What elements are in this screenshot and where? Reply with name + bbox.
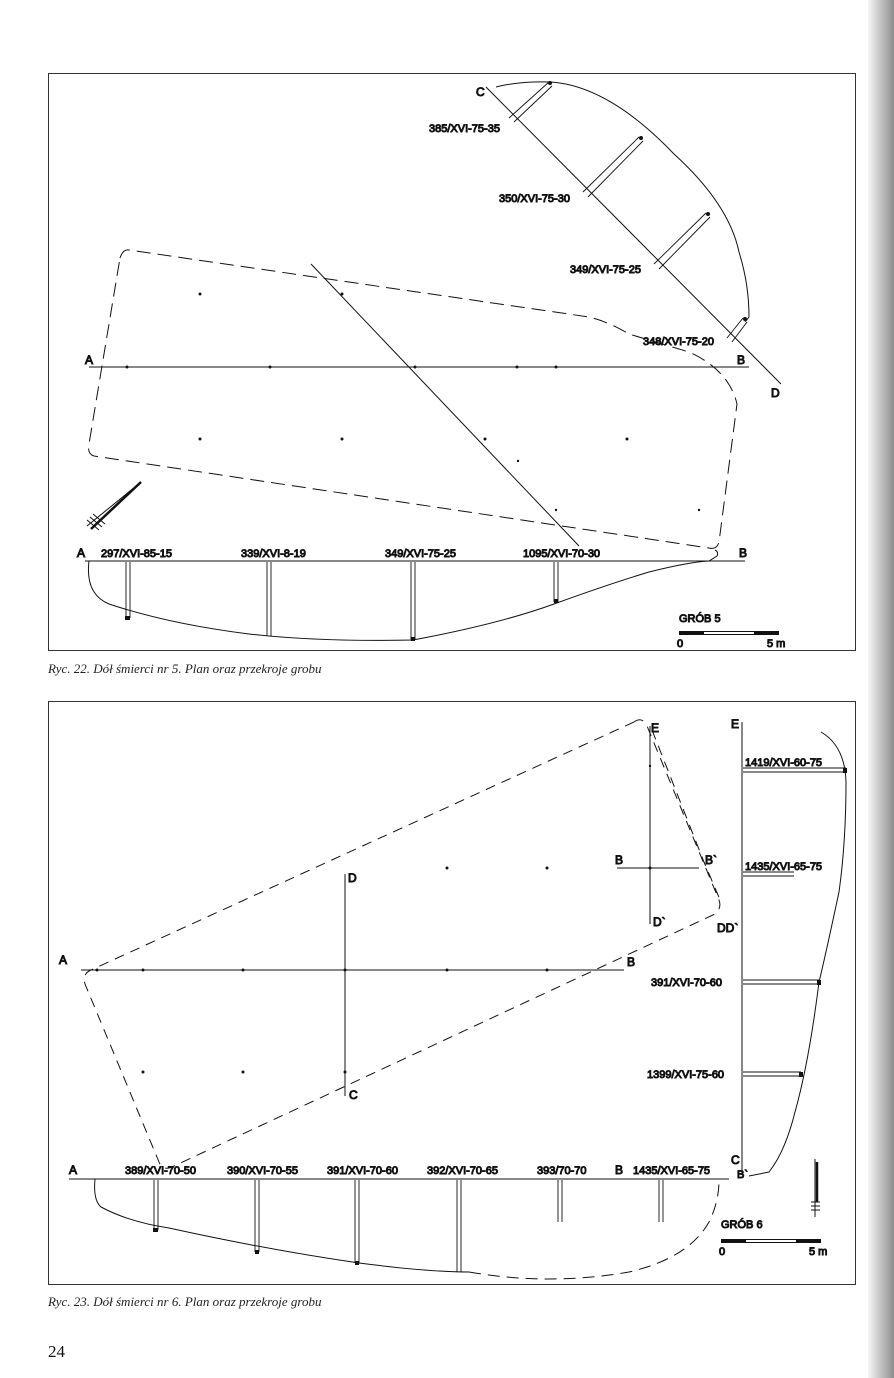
figure-22-caption: Ryc. 22. Dół śmierci nr 5. Plan oraz prz… bbox=[48, 661, 322, 676]
scale-start: 0 bbox=[677, 638, 683, 650]
diag-label-4: 348/XVI-75-20 bbox=[643, 336, 714, 348]
grave-points bbox=[125, 292, 701, 512]
diag-label-1: 385/XVI-75-35 bbox=[429, 123, 500, 135]
figure-22-grave-5: C D 385/XVI-75-35 350/XVI-75-30 349/XVI-… bbox=[48, 73, 856, 651]
section-label-b: B bbox=[739, 546, 747, 560]
scale-bar bbox=[721, 1239, 821, 1243]
section-label-2: 339/XVI-8-19 bbox=[241, 548, 306, 560]
figure-23-caption: Ryc. 23. Dół śmierci nr 6. Plan oraz prz… bbox=[48, 1294, 322, 1309]
point-label-d: D bbox=[348, 871, 357, 885]
grave-outline-dashed bbox=[88, 249, 738, 549]
section-label-2: 390/XVI-70-55 bbox=[227, 1165, 298, 1177]
section-label-3: 349/XVI-75-25 bbox=[385, 548, 456, 560]
figure-23-grave-6: A B D C E B B` D` DD` E C B` 1419/XVI-60… bbox=[48, 701, 856, 1285]
point-label-d: D bbox=[771, 386, 780, 400]
point-label-c: C bbox=[476, 85, 485, 99]
section-c-d-outline bbox=[495, 81, 750, 323]
section-e-c-points bbox=[799, 768, 847, 1077]
point-label-c: C bbox=[349, 1088, 358, 1102]
section-a-b-markers bbox=[125, 562, 559, 640]
page-edge-shadow bbox=[868, 0, 894, 1378]
grave-diagonal-line bbox=[310, 263, 580, 547]
section-label-3: 391/XVI-70-60 bbox=[327, 1165, 398, 1177]
diag-label-2: 350/XVI-75-30 bbox=[499, 193, 570, 205]
grave-points bbox=[95, 764, 652, 1074]
right-label-e: E bbox=[731, 717, 739, 731]
section-label-5: 393/70-70 bbox=[537, 1165, 587, 1177]
section-label-4: 392/XVI-70-65 bbox=[427, 1165, 498, 1177]
section-label-4: 1095/XVI-70-30 bbox=[523, 548, 600, 560]
diag-label-3: 349/XVI-75-25 bbox=[570, 264, 641, 276]
section-e-c-markers bbox=[743, 767, 846, 1077]
section-label-1: 389/XVI-70-50 bbox=[125, 1165, 196, 1177]
right-label-c: C bbox=[731, 1153, 740, 1167]
north-arrow-icon bbox=[811, 1159, 820, 1217]
point-label-b: B bbox=[627, 955, 635, 969]
scale-end: 5 m bbox=[809, 1246, 827, 1258]
section-a-b-outline bbox=[94, 1178, 470, 1273]
point-label-e: E bbox=[651, 721, 659, 735]
right-label-3: 391/XVI-70-60 bbox=[651, 977, 722, 989]
section-a-b-outline-dashed bbox=[468, 1179, 720, 1280]
point-label-b-inset: B bbox=[615, 853, 623, 867]
figure-title: GRÓB 6 bbox=[721, 1218, 763, 1231]
section-label-a: A bbox=[77, 546, 85, 560]
point-label-b: B bbox=[737, 353, 745, 367]
north-arrow-icon bbox=[86, 481, 142, 531]
right-label-b-prime: B` bbox=[737, 1169, 748, 1181]
line-c-d bbox=[485, 86, 782, 385]
point-label-a: A bbox=[85, 353, 93, 367]
section-a-b-outline bbox=[87, 549, 719, 641]
page-number: 24 bbox=[48, 1342, 65, 1361]
point-label-a: A bbox=[59, 953, 67, 967]
inset-dashed-line bbox=[651, 729, 722, 903]
right-label-1: 1419/XVI-60-75 bbox=[745, 757, 822, 769]
section-e-c-outline bbox=[748, 731, 847, 1177]
section-c-d-markers bbox=[508, 81, 748, 343]
right-label-4: 1399/XVI-75-60 bbox=[647, 1069, 724, 1081]
scale-start: 0 bbox=[719, 1246, 725, 1258]
point-label-d-prime: D` bbox=[653, 915, 666, 929]
point-label-b-prime: B` bbox=[705, 853, 717, 867]
section-c-d-points bbox=[548, 81, 747, 321]
scale-end: 5 m bbox=[767, 638, 785, 650]
section-label-a: A bbox=[69, 1163, 77, 1177]
section-label-b: B bbox=[615, 1163, 623, 1177]
point-label-dd-prime: DD` bbox=[717, 921, 738, 935]
section-a-b-points bbox=[125, 599, 558, 641]
section-a-b-points bbox=[153, 1228, 359, 1265]
figure-title: GRÓB 5 bbox=[679, 612, 721, 625]
grave-outline-dashed bbox=[83, 719, 721, 1169]
section-label-1: 297/XVI-85-15 bbox=[101, 548, 172, 560]
right-label-2: 1435/XVI-65-75 bbox=[745, 861, 822, 873]
scale-bar bbox=[679, 631, 779, 635]
section-a-b-markers bbox=[153, 1180, 664, 1272]
section-label-6: 1435/XVI-65-75 bbox=[633, 1165, 710, 1177]
